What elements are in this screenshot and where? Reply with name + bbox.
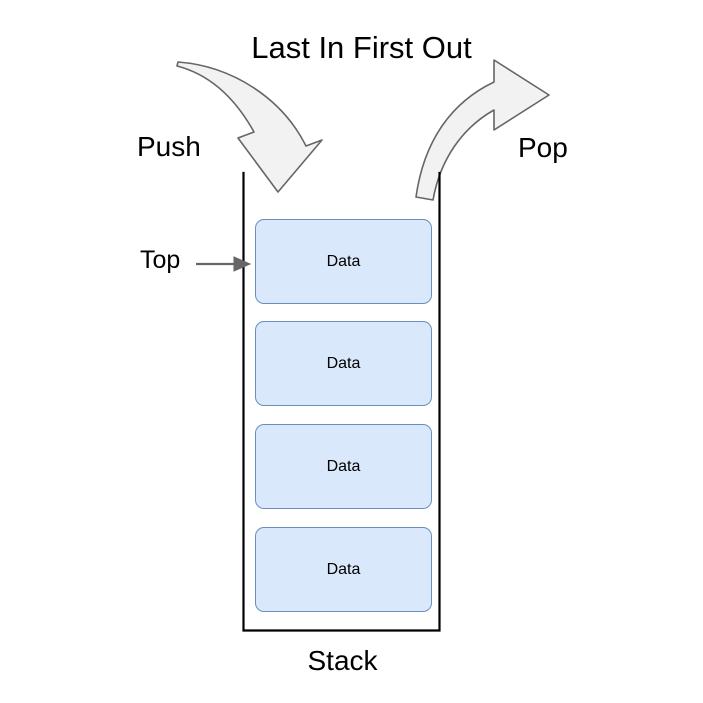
stack-cell-label: Data: [326, 560, 361, 578]
stack-cell-label: Data: [326, 457, 361, 475]
stack-cell-0[interactable]: Data: [255, 219, 432, 304]
top-label: Top: [140, 246, 181, 274]
pop-arrow-icon: [415, 59, 550, 201]
stack-cell-label: Data: [326, 252, 361, 270]
stack-caption: Stack: [307, 645, 378, 676]
stack-cell-label: Data: [326, 354, 361, 372]
stack-cell-1[interactable]: Data: [255, 321, 432, 406]
pop-label: Pop: [518, 132, 568, 163]
diagram-title: Last In First Out: [251, 30, 472, 65]
top-arrow-icon: [196, 256, 252, 272]
push-label: Push: [137, 131, 201, 162]
stack-container-outline: [242, 171, 441, 632]
stack-cell-2[interactable]: Data: [255, 424, 432, 509]
push-arrow-icon: [176, 61, 323, 193]
stack-cell-3[interactable]: Data: [255, 527, 432, 612]
